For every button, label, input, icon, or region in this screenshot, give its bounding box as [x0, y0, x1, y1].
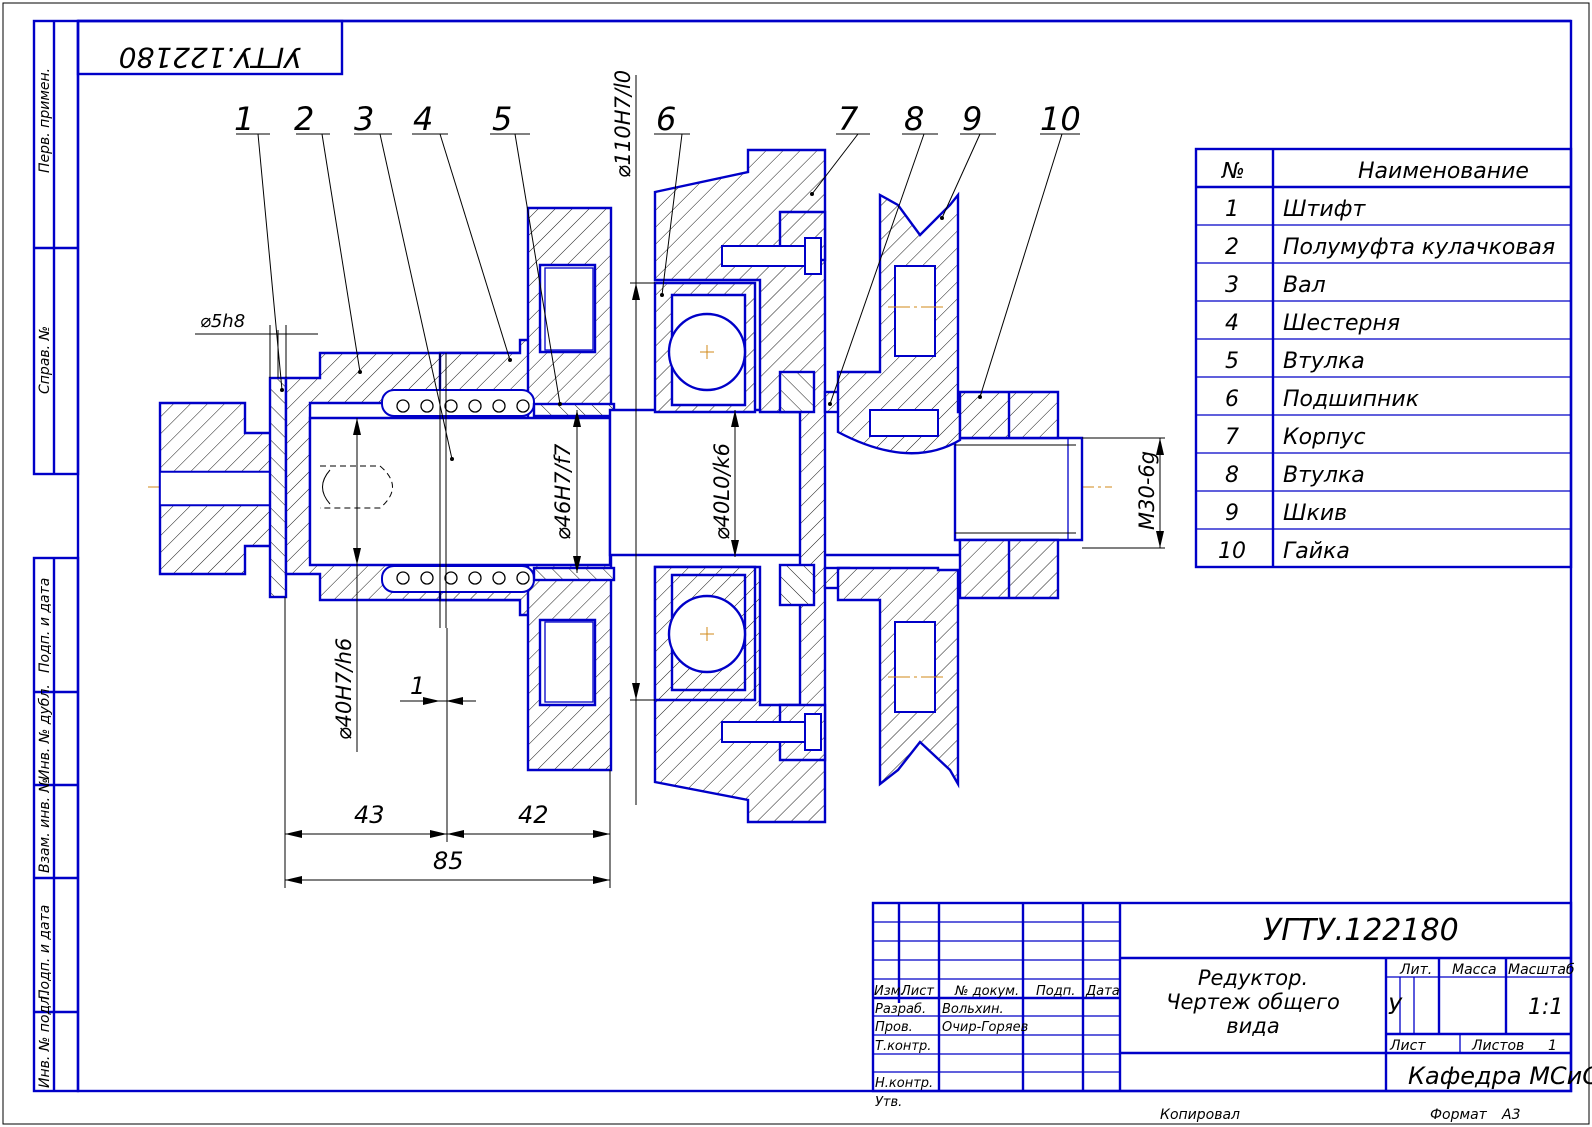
- part-label-markers: [280, 192, 982, 461]
- sheets-label: Листов: [1471, 1038, 1524, 1054]
- table-row-name: Шестерня: [1283, 311, 1400, 336]
- dim-gap: 1: [410, 672, 425, 700]
- role-nkontr: Н.контр.: [875, 1076, 933, 1091]
- col-date: Дата: [1085, 984, 1120, 999]
- part-label-3: 3: [354, 100, 374, 138]
- table-row-no: 10: [1218, 539, 1246, 564]
- table-row-name: Втулка: [1283, 349, 1365, 374]
- role-tkontr: Т.контр.: [875, 1039, 931, 1054]
- table-row-name: Вал: [1283, 273, 1326, 298]
- role-prov: Пров.: [875, 1020, 913, 1035]
- dim-d40h7: ⌀40H7/h6: [332, 638, 356, 740]
- part-label-1: 1: [234, 100, 254, 138]
- dim-d110: ⌀110H7/l0: [611, 70, 635, 178]
- department: Кафедра МСиС: [1408, 1062, 1592, 1090]
- table-row-name: Втулка: [1283, 463, 1365, 488]
- dim-d5h8: ⌀5h8: [200, 311, 245, 332]
- stamp-label-0: Перв. примен.: [37, 68, 53, 173]
- table-row-no: 9: [1225, 501, 1239, 526]
- stamp-label-3: Инв. № дубл.: [37, 684, 53, 780]
- stamp-label-5: Подп. и дата: [37, 905, 53, 1000]
- dim-d46: ⌀46H7/f7: [551, 443, 575, 540]
- dim-43: 43: [354, 801, 385, 829]
- dim-85: 85: [433, 847, 464, 875]
- part-label-6: 6: [656, 100, 676, 138]
- table-header-no: №: [1221, 159, 1245, 184]
- table-row-name: Полумуфта кулачковая: [1283, 235, 1555, 260]
- sheet-footer: Копировал Формат А3: [1160, 1107, 1520, 1123]
- footer-format-value: А3: [1501, 1107, 1520, 1123]
- part-label-10: 10: [1040, 100, 1081, 138]
- stamp-label-2: Подп. и дата: [37, 578, 53, 673]
- sheets-value: 1: [1548, 1038, 1557, 1054]
- dim-d40l0: ⌀40L0/k6: [710, 443, 734, 540]
- table-row-no: 8: [1225, 463, 1239, 488]
- top-code-text: УГТУ.122180: [119, 41, 302, 74]
- stamp-label-1: Справ. №: [37, 326, 53, 394]
- col-list: Лист: [900, 984, 934, 999]
- table-row-name: Штифт: [1283, 197, 1366, 222]
- name-prov: Очир-Горяев: [942, 1020, 1028, 1035]
- table-row-no: 7: [1225, 425, 1239, 450]
- footer-format-label: Формат: [1430, 1107, 1488, 1123]
- title-line-3: вида: [1226, 1014, 1279, 1038]
- part-label-5: 5: [492, 100, 512, 138]
- lit-value: У: [1388, 995, 1403, 1020]
- parts-table: № Наименование 1 Штифт 2 Полумуфта кулач…: [1194, 147, 1573, 569]
- name-razrab: Вольхин.: [942, 1002, 1004, 1017]
- col-doc: № докум.: [954, 984, 1019, 999]
- title-code: УГТУ.122180: [1263, 913, 1459, 948]
- table-row-no: 6: [1225, 387, 1239, 412]
- table-row-no: 2: [1225, 235, 1239, 260]
- footer-copied: Копировал: [1160, 1107, 1240, 1123]
- title-line-1: Редуктор.: [1198, 966, 1308, 990]
- mass-label: Масса: [1452, 962, 1497, 978]
- dimensions: ⌀5h8 ⌀110H7/l0 ⌀46H7/f7 ⌀40L0/k6 ⌀40H7/h…: [195, 70, 1165, 888]
- part-labels: 1 2 3 4 5 6 7 8 9 10: [234, 100, 1081, 138]
- table-row-no: 3: [1225, 273, 1239, 298]
- role-razrab: Разраб.: [875, 1002, 926, 1017]
- table-row-name: Шкив: [1283, 501, 1347, 526]
- part-label-9: 9: [962, 100, 982, 138]
- table-row-name: Корпус: [1283, 425, 1366, 450]
- table-header-name: Наименование: [1358, 159, 1529, 184]
- part-leaders: [236, 133, 1080, 460]
- dim-42: 42: [518, 801, 549, 829]
- table-row-name: Гайка: [1283, 539, 1350, 564]
- col-izm: Изм.: [874, 984, 905, 999]
- table-row-no: 5: [1225, 349, 1239, 374]
- title-line-2: Чертеж общего: [1166, 990, 1340, 1014]
- table-row-no: 1: [1225, 197, 1239, 222]
- part-label-7: 7: [838, 100, 859, 138]
- sheet-label: Лист: [1389, 1038, 1426, 1054]
- assembly-section: [158, 148, 1084, 824]
- scale-label: Масштаб: [1508, 962, 1575, 978]
- col-sign: Подп.: [1036, 984, 1075, 999]
- table-row-name: Подшипник: [1283, 387, 1420, 412]
- stamp-label-6: Инв. № подл.: [37, 991, 53, 1088]
- table-row-no: 4: [1225, 311, 1239, 336]
- role-utv: Утв.: [875, 1095, 902, 1110]
- part-label-2: 2: [294, 100, 314, 138]
- lit-label: Лит.: [1399, 962, 1432, 978]
- stamp-label-4: Взам. инв. №: [37, 778, 53, 873]
- side-stamp: Перв. примен. Справ. № Подп. и дата Инв.…: [32, 19, 80, 1093]
- top-code-box: УГТУ.122180: [76, 19, 344, 76]
- dim-m30: М30-6g: [1135, 451, 1159, 530]
- part-label-4: 4: [413, 100, 433, 138]
- title-block: УГТУ.122180 Редуктор. Чертеж общего вида…: [871, 901, 1592, 1110]
- scale-value: 1:1: [1528, 995, 1563, 1020]
- part-label-8: 8: [904, 100, 924, 138]
